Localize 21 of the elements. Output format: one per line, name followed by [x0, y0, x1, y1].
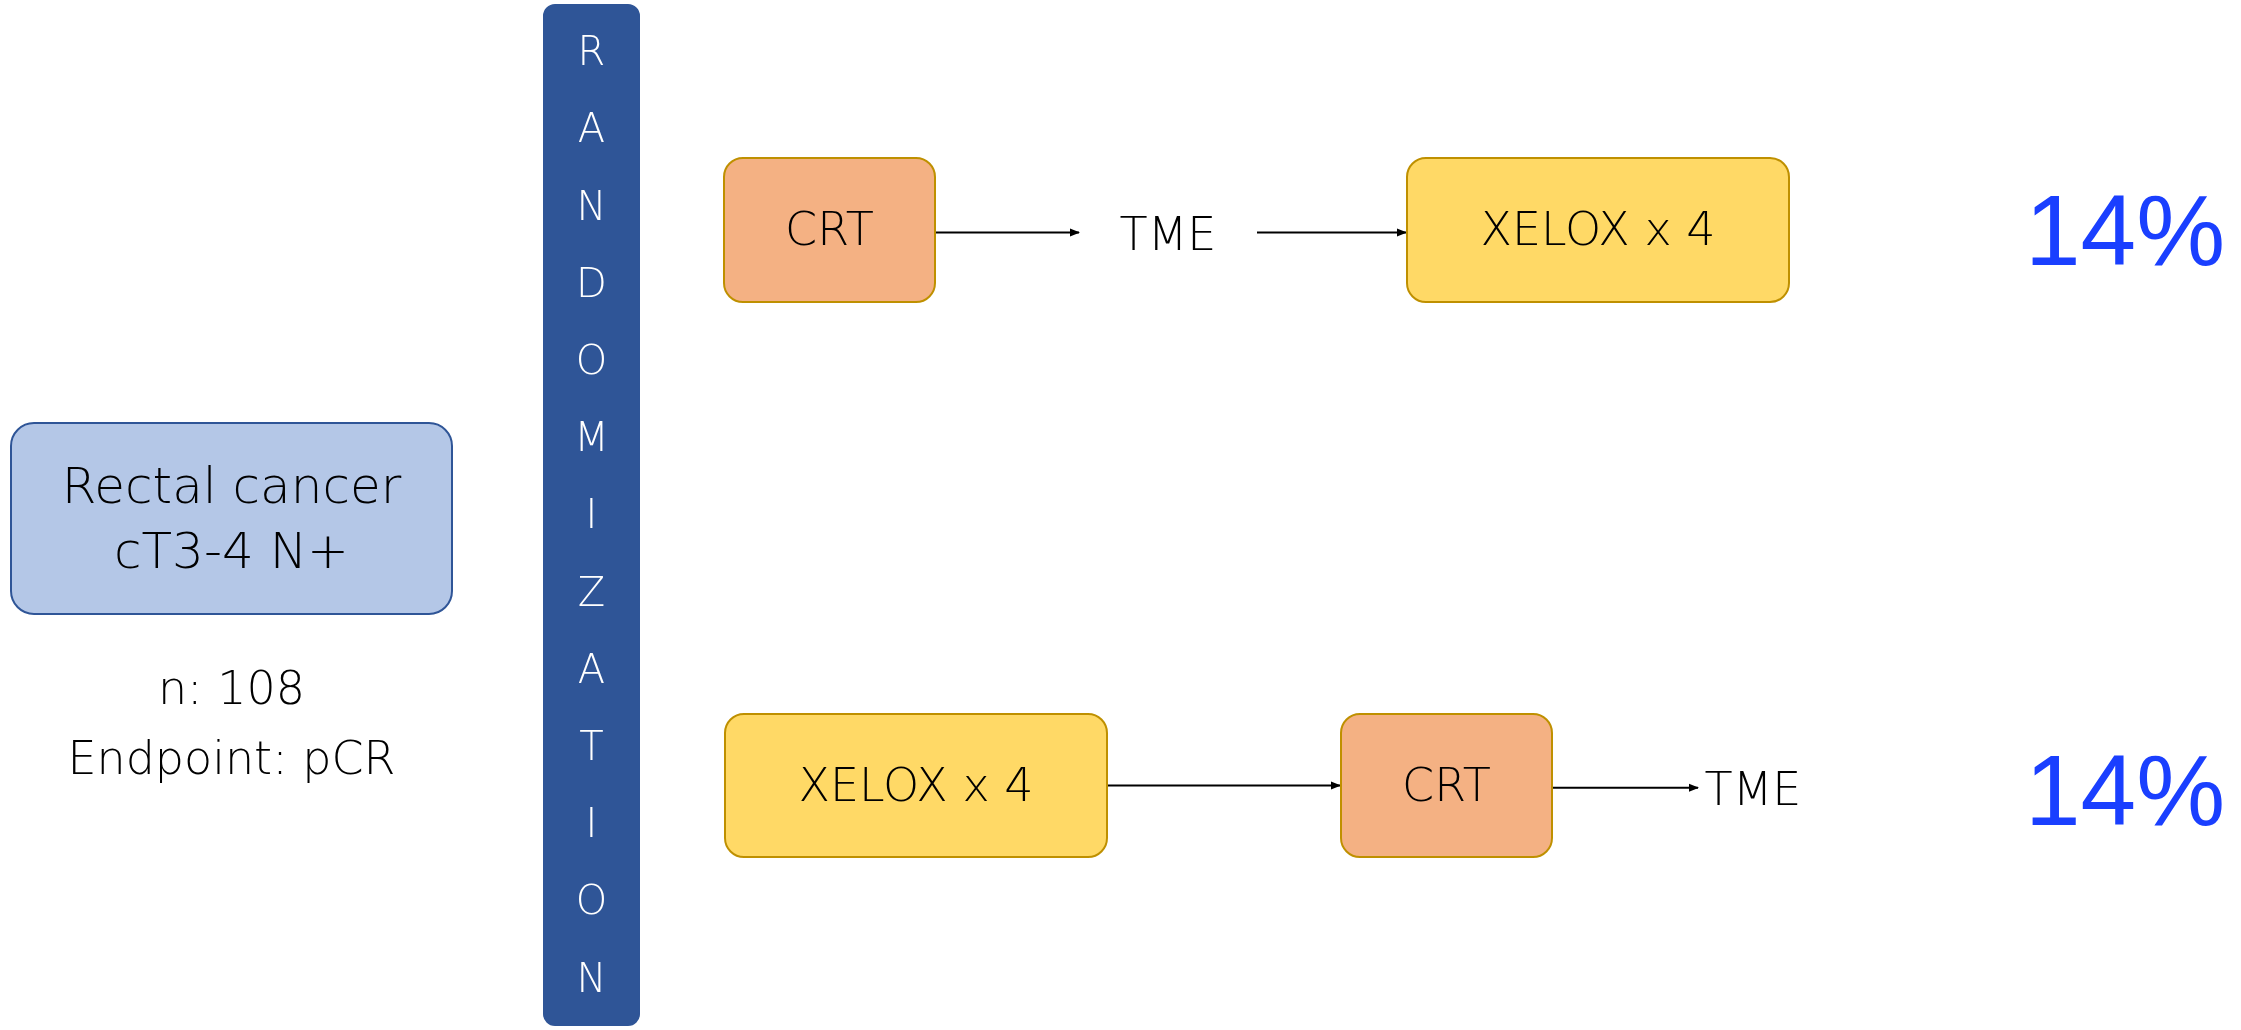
note-text: Endpoint: pCR	[66, 730, 397, 787]
randomization-bar	[543, 4, 640, 1026]
treatment-box	[1406, 157, 1790, 303]
box-label: XELOX x 4	[798, 756, 1034, 814]
arrow	[1256, 228, 1407, 237]
box-label: XELOX x 4	[1480, 201, 1716, 259]
treatment-box	[1340, 713, 1553, 858]
note-text: n: 108	[156, 660, 307, 717]
arrow	[1107, 781, 1341, 790]
arrow	[1552, 783, 1699, 792]
box-label: CRT	[1402, 756, 1491, 814]
box-label: Rectal cancer cT3-4 N+	[60, 455, 403, 582]
treatment-box	[724, 713, 1108, 858]
arrow	[935, 228, 1080, 237]
percentage-label: 14%	[2025, 180, 2226, 280]
percentage-label: 14%	[2025, 740, 2226, 840]
box-label: CRT	[785, 201, 874, 259]
step-label: TME	[1119, 206, 1217, 264]
vertical-label: RANDOMIZATION	[573, 27, 610, 1003]
treatment-box	[723, 157, 936, 303]
step-label: TME	[1704, 761, 1802, 819]
